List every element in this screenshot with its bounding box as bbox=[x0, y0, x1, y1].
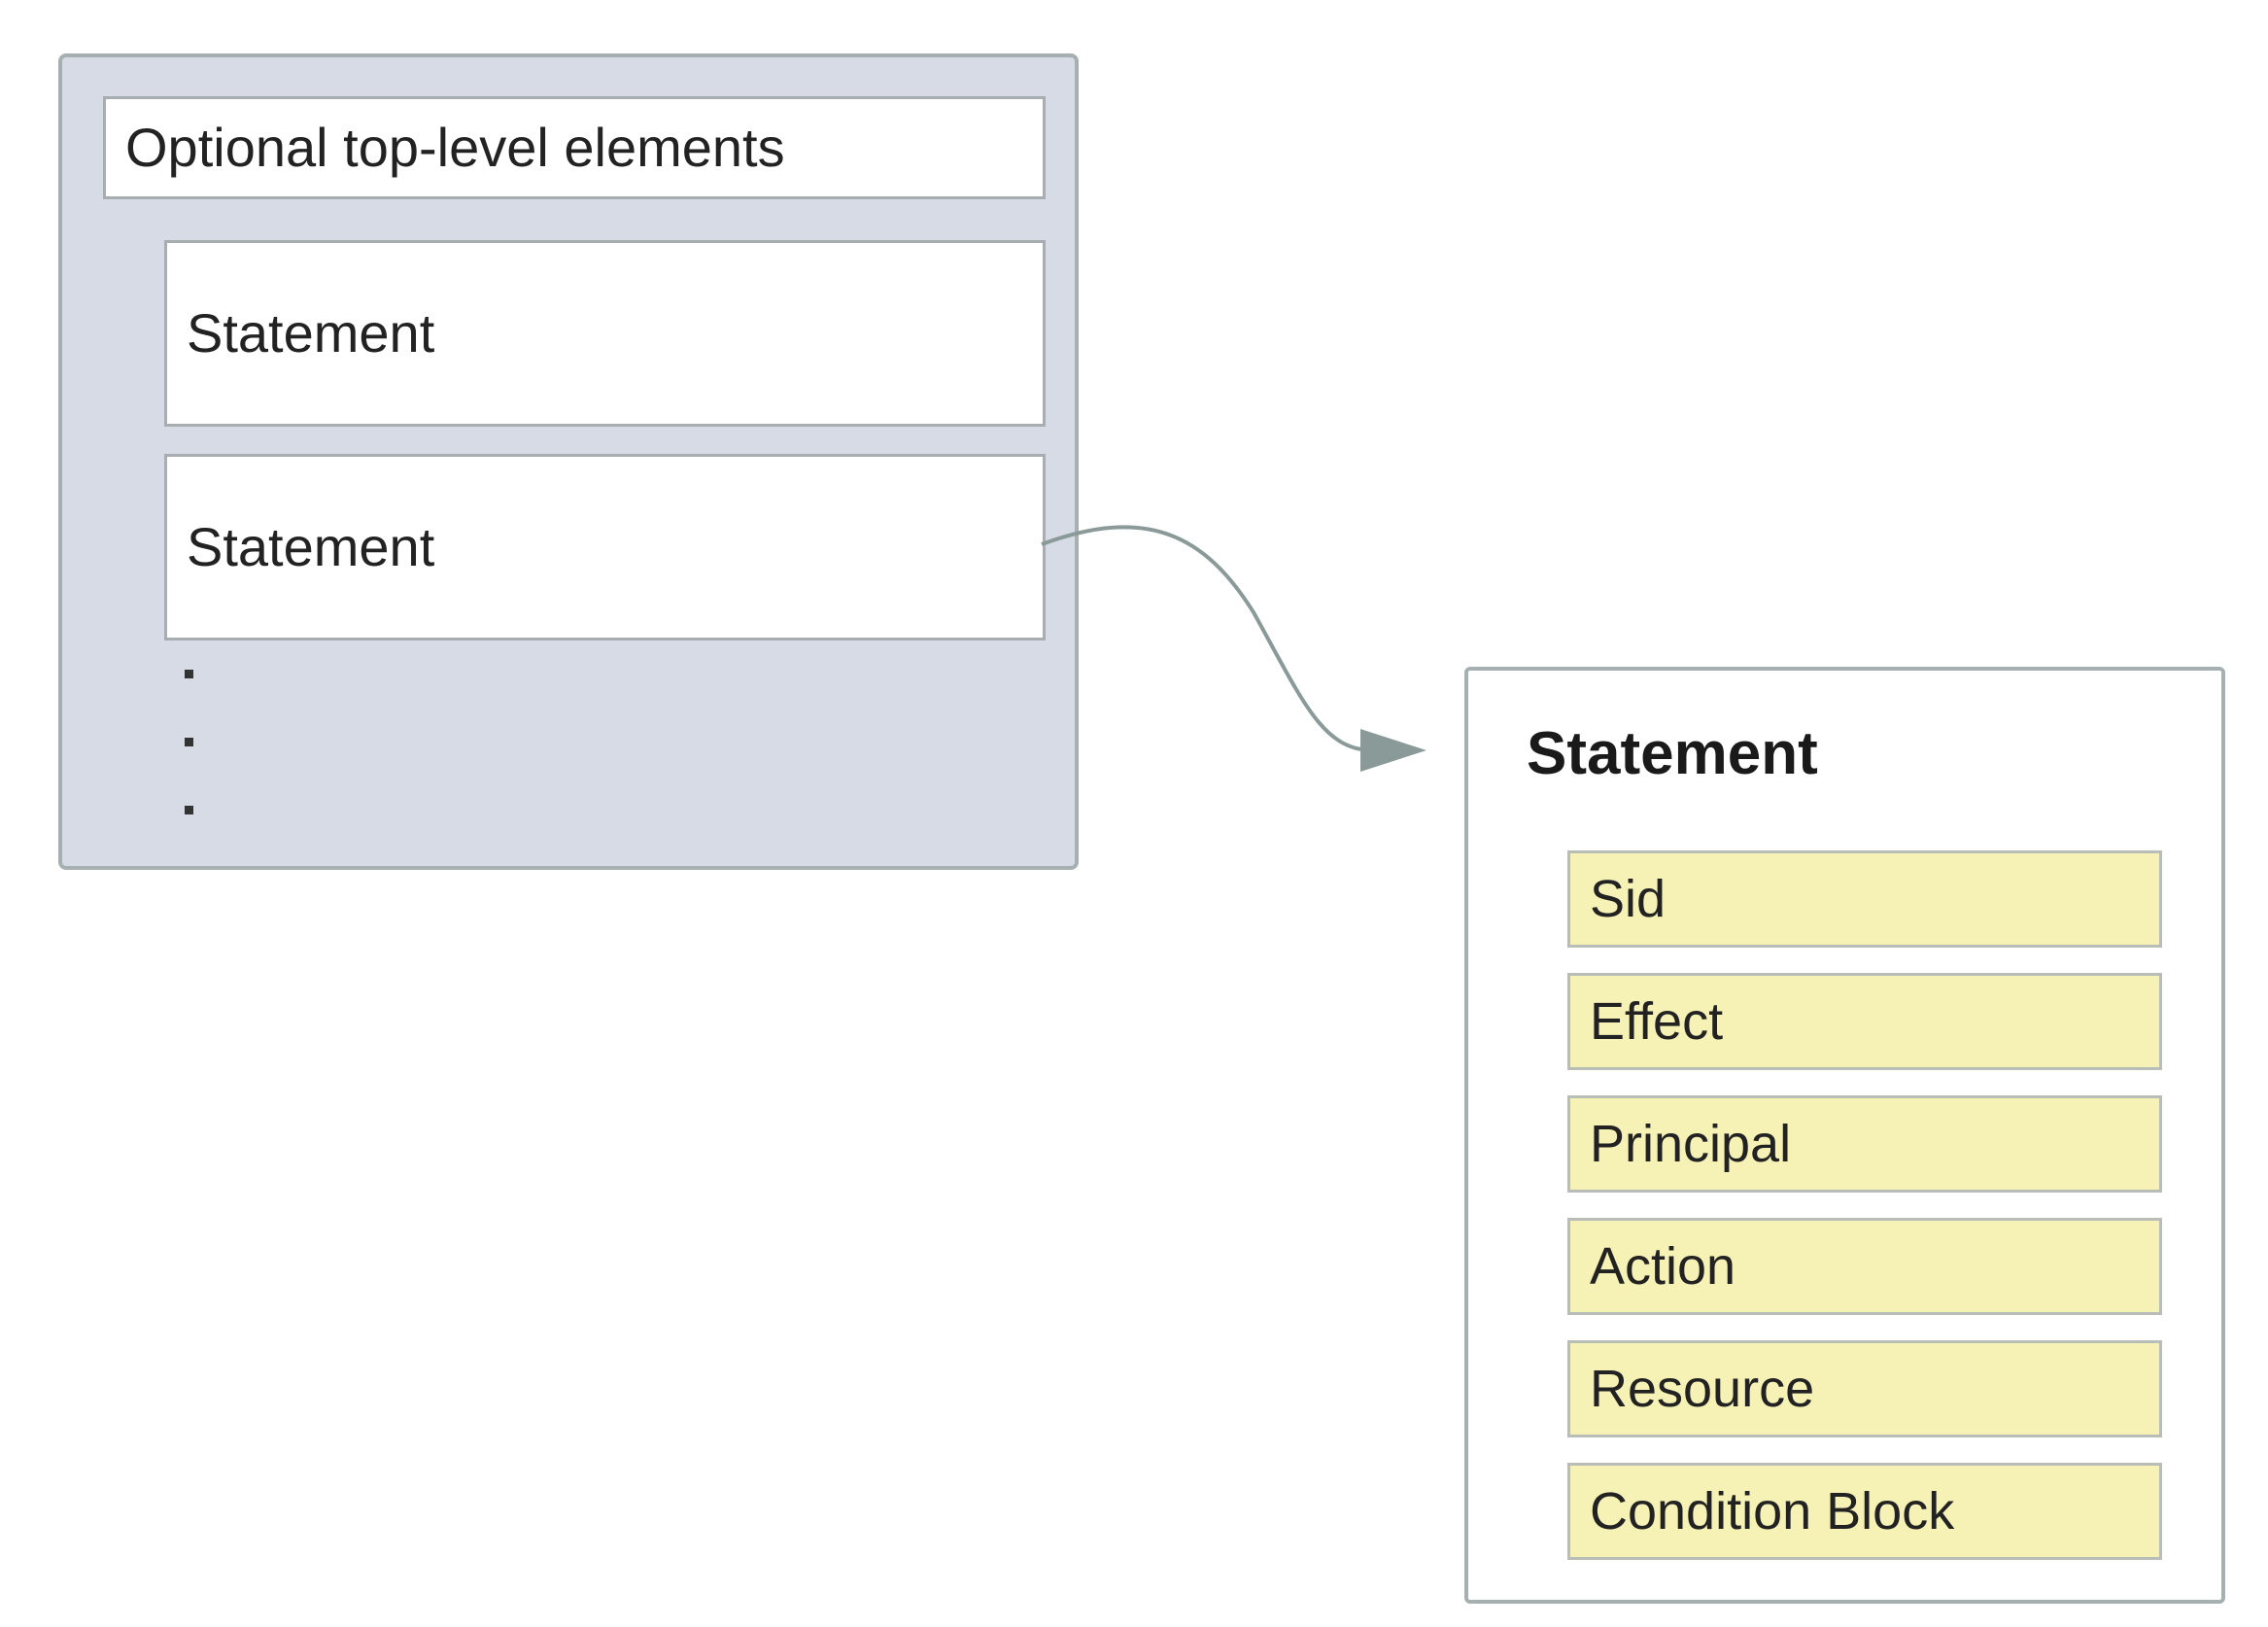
ellipsis-dot bbox=[185, 670, 193, 678]
optional-top-level-elements-label: Optional top-level elements bbox=[125, 117, 785, 178]
ellipsis-dot bbox=[185, 806, 193, 814]
statement-box-2: Statement bbox=[164, 454, 1046, 640]
vertical-ellipsis bbox=[185, 670, 204, 845]
statement-detail-container: Statement Sid Effect Principal Action Re… bbox=[1464, 667, 2225, 1604]
optional-top-level-elements-box: Optional top-level elements bbox=[103, 96, 1046, 199]
ellipsis-dot bbox=[185, 738, 193, 746]
statement-element-principal: Principal bbox=[1567, 1095, 2162, 1193]
policy-document-container: Optional top-level elements Statement St… bbox=[58, 53, 1079, 870]
statement-element-resource: Resource bbox=[1567, 1340, 2162, 1437]
statement-element-list: Sid Effect Principal Action Resource Con… bbox=[1567, 850, 2162, 1585]
statement-element-sid: Sid bbox=[1567, 850, 2162, 948]
arrowhead-icon bbox=[1360, 729, 1426, 772]
statement-box-1: Statement bbox=[164, 240, 1046, 427]
statement-element-effect: Effect bbox=[1567, 973, 2162, 1070]
statement-label-2: Statement bbox=[187, 516, 435, 577]
statement-element-action: Action bbox=[1567, 1218, 2162, 1315]
connector-curve bbox=[1041, 525, 1371, 752]
statement-label-1: Statement bbox=[187, 302, 435, 363]
statement-element-condition-block: Condition Block bbox=[1567, 1463, 2162, 1560]
statement-detail-title: Statement bbox=[1527, 720, 1818, 787]
